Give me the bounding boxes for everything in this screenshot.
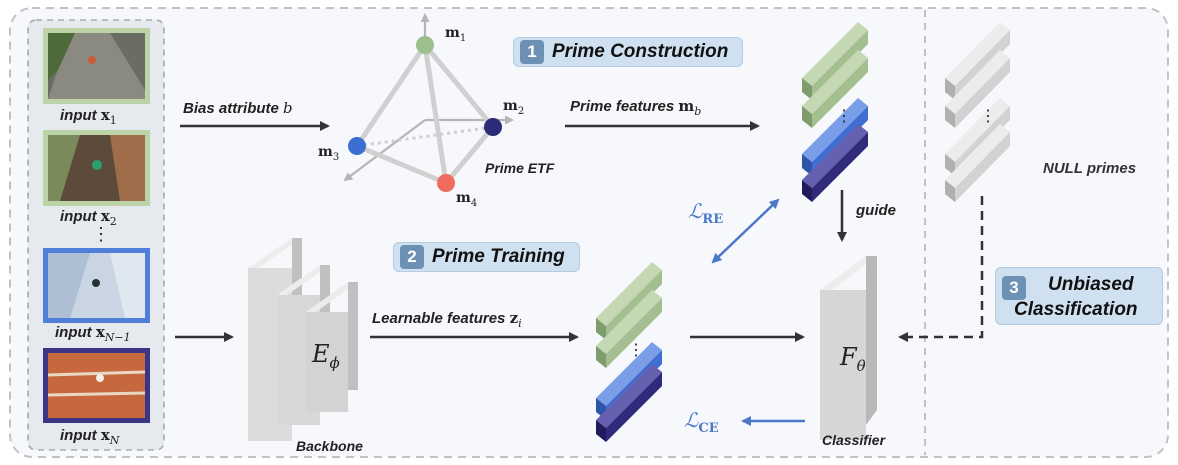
classifier-symbol: Fθ: [840, 343, 866, 375]
backbone-label: Backbone: [296, 438, 363, 454]
backbone-layers: [248, 238, 358, 441]
step-1-number: 1: [520, 40, 544, 64]
step-1-label: Prime Construction: [552, 41, 729, 62]
prime-etf-label: Prime ETF: [485, 160, 555, 176]
input-label-n: input xN: [60, 426, 120, 447]
loss-re-label: ℒRE: [688, 199, 724, 227]
loss-re-arrow: [711, 198, 780, 264]
vertex-label-m1: m1: [445, 25, 467, 44]
step-2-number: 2: [400, 245, 424, 269]
vertex-label-m3: m3: [318, 144, 340, 163]
vertex-label-m2: m2: [503, 98, 525, 117]
vdots-prime-features: ⋮: [836, 108, 852, 125]
learnable-feature-stack: [596, 262, 662, 442]
input-label-n-minus-1: input xN−1: [55, 323, 131, 344]
step-3-label-line2: Classification: [1014, 299, 1138, 320]
step-2-box: 2 Prime Training: [393, 242, 580, 272]
input-column-box: [27, 19, 165, 451]
vertex-label-m4: m4: [456, 190, 478, 209]
prime-features-label: Prime features mb: [570, 97, 702, 118]
bias-attribute-label: Bias attribute b: [183, 99, 293, 117]
step-1-box: 1 Prime Construction: [513, 37, 744, 67]
vdots-null-primes: ⋮: [980, 108, 996, 125]
vdots-learnable-features: ⋮: [628, 342, 644, 359]
climber-photo-4: [48, 353, 145, 418]
null-primes-label: NULL primes: [1043, 160, 1137, 177]
input-label-1: input x1: [60, 106, 117, 127]
step-3-label-line1: Unbiased: [1048, 274, 1134, 295]
prime-etf-tetrahedron: [343, 13, 514, 192]
loss-ce-label: ℒCE: [684, 408, 719, 436]
null-primes-stack: [945, 22, 1010, 202]
vdots-inputs: ⋮: [92, 224, 110, 244]
backbone-symbol: Eϕ: [312, 340, 340, 372]
guide-label: guide: [856, 202, 896, 219]
step-2-label: Prime Training: [432, 246, 565, 267]
classifier-block: [820, 256, 877, 440]
classifier-label: Classifier: [822, 432, 886, 448]
input-label-2: input x2: [60, 207, 117, 228]
prime-feature-stack: [802, 22, 868, 202]
step-3-number: 3: [1002, 276, 1026, 300]
learnable-features-label: Learnable features zi: [372, 309, 522, 330]
null-primes-arrow: [898, 196, 984, 342]
step-3-box: 3 Unbiased Classification: [995, 267, 1163, 325]
